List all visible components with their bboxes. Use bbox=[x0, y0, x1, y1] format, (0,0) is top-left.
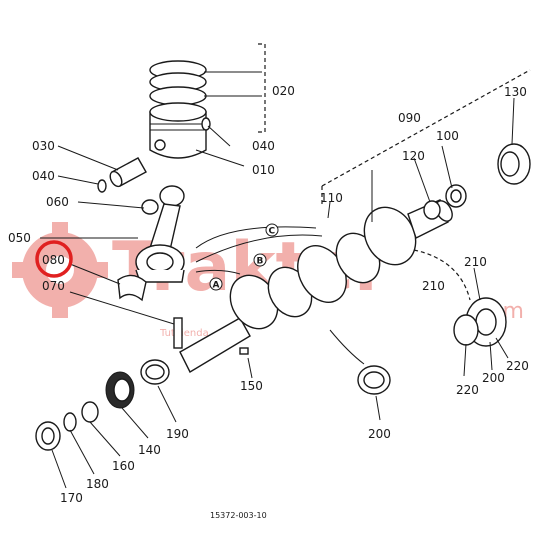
bracket-020 bbox=[258, 43, 266, 133]
label-200: 200 bbox=[368, 427, 391, 441]
label-040-right: 040 bbox=[252, 139, 275, 153]
small-end-bushing bbox=[141, 199, 159, 215]
rod-bolt bbox=[173, 317, 183, 349]
gear-icon bbox=[12, 222, 108, 318]
crankshaft bbox=[179, 199, 453, 373]
ring-180 bbox=[63, 412, 77, 432]
label-180: 180 bbox=[86, 477, 109, 491]
label-190: 190 bbox=[166, 427, 189, 441]
svg-text:B: B bbox=[257, 257, 264, 267]
label-140: 140 bbox=[138, 443, 161, 457]
label-130: 130 bbox=[504, 85, 527, 99]
sleeve-130 bbox=[497, 143, 531, 185]
key-150 bbox=[239, 347, 249, 355]
bracket-090 bbox=[321, 69, 531, 187]
label-070: 070 bbox=[42, 279, 65, 293]
collar-170 bbox=[35, 421, 61, 451]
label-220-left: 220 bbox=[456, 383, 479, 397]
label-090: 090 bbox=[398, 111, 421, 125]
label-160: 160 bbox=[112, 459, 135, 473]
washer-160 bbox=[81, 401, 99, 423]
label-120: 120 bbox=[402, 149, 425, 163]
svg-text:C: C bbox=[269, 227, 276, 237]
watermark-tagline: Tutaienda bbox=[159, 328, 209, 339]
marker-a: A bbox=[209, 277, 223, 291]
marker-c: C bbox=[265, 223, 279, 237]
label-210-top: 210 bbox=[464, 255, 487, 269]
label-210-mid: 210 bbox=[422, 279, 445, 293]
label-020: 020 bbox=[272, 84, 295, 98]
label-100: 100 bbox=[436, 129, 459, 143]
label-220-right: 220 bbox=[506, 359, 529, 373]
piston-pin bbox=[109, 157, 147, 188]
label-030: 030 bbox=[32, 139, 55, 153]
drawing-code: 15372-003-10 bbox=[210, 511, 267, 520]
label-040-left: 040 bbox=[32, 169, 55, 183]
assembly-arrows bbox=[195, 226, 365, 365]
bushing-120 bbox=[423, 200, 441, 220]
label-080: 080 bbox=[42, 253, 65, 267]
circlip-left bbox=[97, 179, 107, 193]
label-110: 110 bbox=[320, 191, 343, 205]
piston bbox=[149, 102, 207, 159]
label-170: 170 bbox=[60, 491, 83, 505]
connecting-rod bbox=[135, 185, 185, 283]
bearing-housing bbox=[453, 297, 507, 347]
marker-b: B bbox=[253, 253, 267, 267]
label-010: 010 bbox=[252, 163, 275, 177]
svg-text:A: A bbox=[213, 281, 220, 291]
piston-rings bbox=[149, 60, 207, 106]
label-150: 150 bbox=[240, 379, 263, 393]
label-200-right: 200 bbox=[482, 371, 505, 385]
highlight-circle bbox=[35, 240, 73, 278]
rod-bearing bbox=[117, 274, 147, 302]
leader-lines bbox=[40, 71, 515, 489]
label-060: 060 bbox=[46, 195, 69, 209]
part-labels: 020 040 010 030 040 060 050 080 070 090 … bbox=[8, 84, 529, 505]
crank-gear bbox=[105, 371, 135, 409]
label-050: 050 bbox=[8, 231, 31, 245]
circlip-right bbox=[201, 117, 211, 131]
